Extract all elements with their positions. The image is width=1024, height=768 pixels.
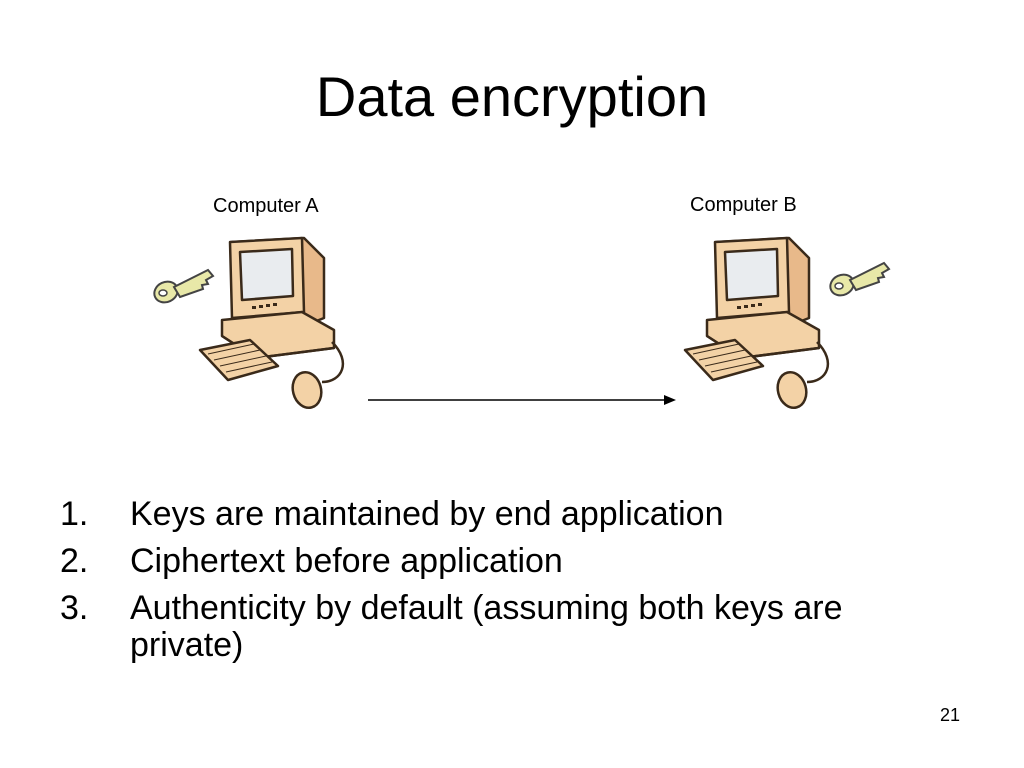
page-number: 21 — [939, 705, 960, 725]
list-number: 2. — [60, 542, 89, 580]
slide-title: Data encryption — [315, 65, 709, 128]
list-number: 1. — [60, 495, 89, 533]
key-icon — [829, 261, 891, 297]
list-item: 3. Authenticity by default (assuming bot… — [60, 590, 940, 664]
computer-icon — [198, 236, 344, 410]
key-icon — [153, 268, 215, 304]
list-text: Keys are maintained by end application — [130, 495, 724, 533]
list-item: 1. Keys are maintained by end applicatio… — [60, 496, 940, 533]
computer-a-label: Computer A — [213, 195, 319, 217]
list-number: 3. — [60, 589, 89, 627]
list-text: Authenticity by default (assuming both k… — [130, 589, 843, 664]
arrow-icon — [368, 395, 676, 405]
list-text: Ciphertext before application — [130, 542, 563, 580]
list-item: 2. Ciphertext before application — [60, 543, 940, 580]
key-points-list: 1. Keys are maintained by end applicatio… — [60, 496, 940, 674]
computer-b-label: Computer B — [690, 194, 797, 216]
computer-icon — [683, 236, 829, 410]
